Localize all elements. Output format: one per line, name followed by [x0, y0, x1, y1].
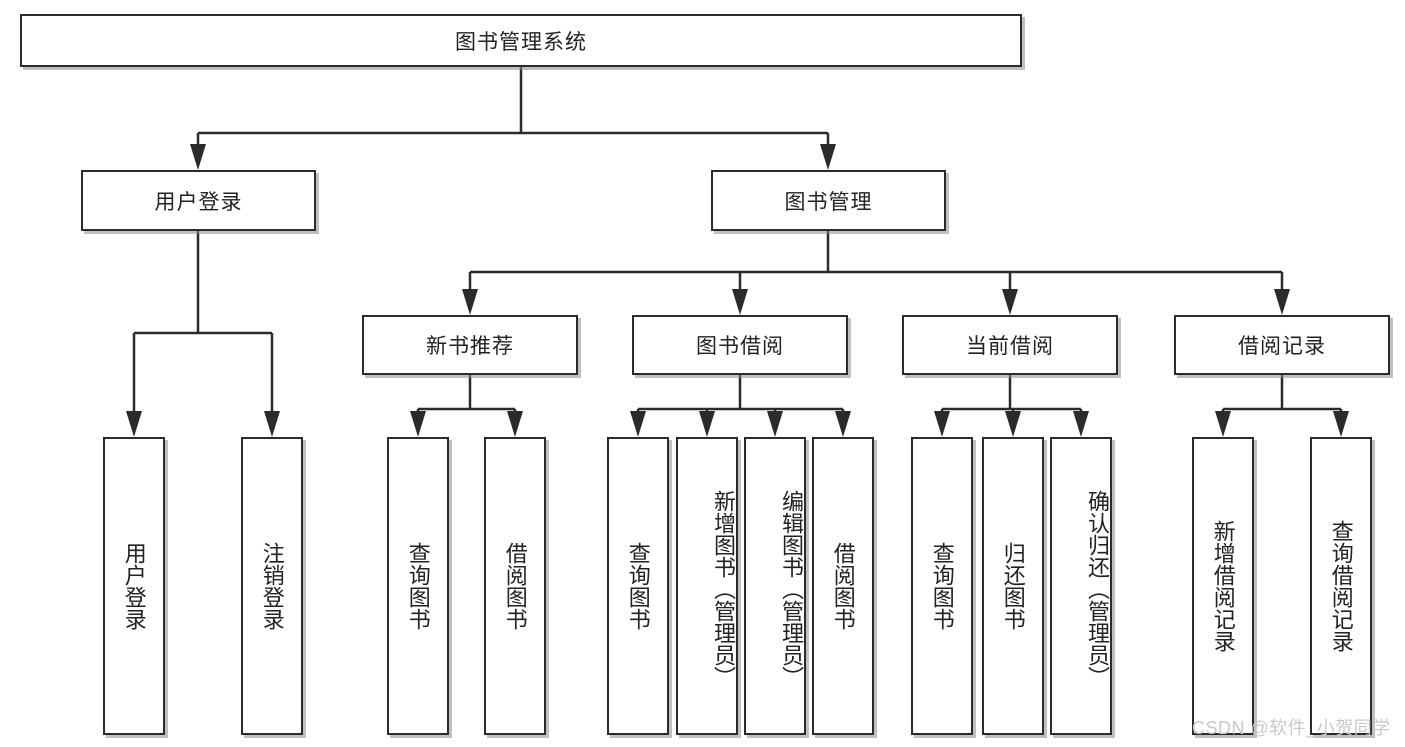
- node-leaf-borrow-book-rec[interactable]: 借阅图书: [484, 437, 546, 735]
- node-borrow-record[interactable]: 借阅记录: [1174, 315, 1390, 375]
- node-label: 新增借阅记录: [1210, 520, 1236, 652]
- connector-arrowhead: [190, 144, 206, 170]
- node-leaf-query-book-rec[interactable]: 查询图书: [387, 437, 449, 735]
- node-book-borrow[interactable]: 图书借阅: [632, 315, 848, 375]
- node-label: 归还图书: [1000, 542, 1026, 630]
- node-label: 借阅图书: [502, 542, 528, 630]
- node-label: 新增图书（管理员）: [711, 490, 736, 688]
- node-leaf-query-record[interactable]: 查询借阅记录: [1310, 437, 1372, 735]
- node-user-login[interactable]: 用户登录: [81, 170, 316, 231]
- connector-arrowhead: [934, 411, 950, 437]
- node-label: 查询图书: [625, 542, 651, 630]
- connector-arrowhead: [767, 411, 783, 437]
- watermark-text: CSDN @软件_小贺同学: [1192, 718, 1391, 738]
- connector-arrowhead: [1002, 289, 1018, 315]
- connector-arrowhead: [1215, 411, 1231, 437]
- node-label: 查询借阅记录: [1328, 520, 1354, 652]
- node-label: 注销登录: [259, 542, 285, 630]
- node-label: 当前借阅: [966, 335, 1054, 358]
- node-leaf-confirm-return[interactable]: 确认归还（管理员）: [1050, 437, 1112, 735]
- node-label: 查询图书: [405, 542, 431, 630]
- connector-arrowhead: [507, 411, 523, 437]
- node-leaf-borrow-book-b[interactable]: 借阅图书: [812, 437, 874, 735]
- node-root[interactable]: 图书管理系统: [20, 14, 1022, 67]
- node-leaf-user-logout[interactable]: 注销登录: [241, 437, 303, 735]
- node-label: 用户登录: [154, 190, 243, 214]
- node-label: 查询图书: [929, 542, 955, 630]
- connector-arrowhead: [732, 289, 748, 315]
- connector-arrowhead: [820, 144, 836, 170]
- node-leaf-query-book-b[interactable]: 查询图书: [607, 437, 669, 735]
- node-label: 借阅图书: [830, 542, 856, 630]
- connector-arrowhead: [699, 411, 715, 437]
- node-leaf-return-book[interactable]: 归还图书: [982, 437, 1044, 735]
- connector-arrowhead: [264, 411, 280, 437]
- node-label: 借阅记录: [1238, 335, 1326, 358]
- connector-arrowhead: [462, 289, 478, 315]
- node-label: 图书管理系统: [455, 30, 587, 54]
- connector-arrowhead: [1274, 289, 1290, 315]
- node-leaf-add-book[interactable]: 新增图书（管理员）: [676, 437, 738, 735]
- node-leaf-edit-book[interactable]: 编辑图书（管理员）: [744, 437, 806, 735]
- node-leaf-add-record[interactable]: 新增借阅记录: [1192, 437, 1254, 735]
- node-leaf-query-book-c[interactable]: 查询图书: [911, 437, 973, 735]
- connector-arrowhead: [1333, 411, 1349, 437]
- node-label: 用户登录: [121, 542, 147, 630]
- node-label: 确认归还（管理员）: [1085, 490, 1110, 688]
- node-label: 图书管理: [784, 190, 873, 214]
- connector-arrowhead: [1005, 411, 1021, 437]
- connector-arrowhead: [630, 411, 646, 437]
- node-label: 新书推荐: [426, 335, 514, 358]
- node-book-manage[interactable]: 图书管理: [711, 170, 946, 231]
- node-new-book-rec[interactable]: 新书推荐: [362, 315, 578, 375]
- node-current-borrow[interactable]: 当前借阅: [902, 315, 1118, 375]
- node-label: 图书借阅: [696, 335, 784, 358]
- connector-arrowhead: [410, 411, 426, 437]
- connector-arrowhead: [835, 411, 851, 437]
- connector-arrowhead: [126, 411, 142, 437]
- connector-arrowhead: [1073, 411, 1089, 437]
- node-label: 编辑图书（管理员）: [779, 490, 804, 688]
- node-leaf-user-login[interactable]: 用户登录: [103, 437, 165, 735]
